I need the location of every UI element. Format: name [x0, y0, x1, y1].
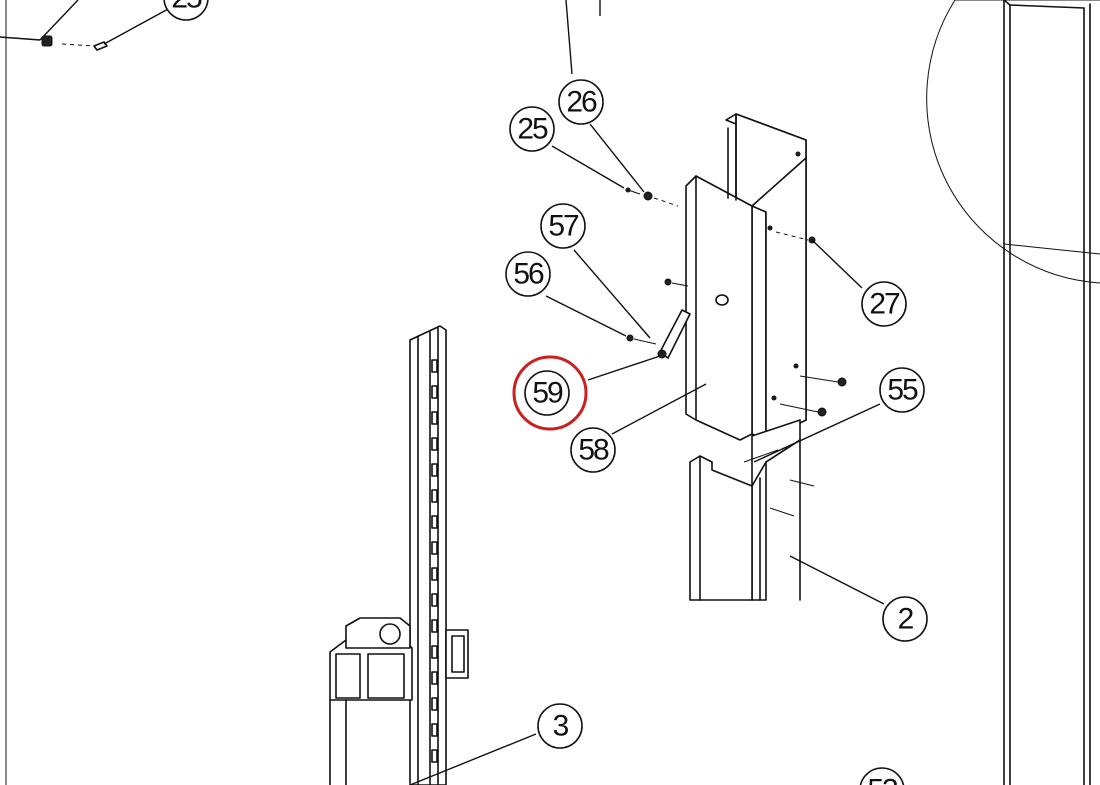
- detail-view-circle: [926, 0, 1100, 284]
- callout-label: 55: [887, 374, 918, 407]
- callout-57: 57: [540, 203, 586, 249]
- callout-25-top: 25: [163, 0, 209, 21]
- callout-label: 58: [578, 434, 609, 467]
- callout-label: 56: [513, 258, 544, 291]
- callout-label: 53: [867, 774, 898, 785]
- lift-column-part-3: [329, 325, 469, 785]
- hardware-bolts: [625, 187, 847, 417]
- leader-top-fragment: [565, 0, 573, 75]
- upper-bracket-part-58: [685, 113, 807, 441]
- callout-label: 3: [553, 710, 569, 743]
- lower-post-part-2: [689, 419, 815, 601]
- callout-3: 3: [537, 703, 583, 749]
- callout-label: 59: [532, 377, 563, 410]
- callout-55: 55: [879, 367, 925, 413]
- callout-label: 25: [171, 0, 202, 15]
- callout-25: 25: [509, 106, 555, 152]
- leader-lines: [409, 123, 885, 785]
- callout-label: 26: [566, 86, 597, 119]
- callout-56: 56: [505, 251, 551, 297]
- callout-2: 2: [882, 596, 928, 642]
- callout-label: 27: [869, 288, 900, 321]
- highlight-ring: [512, 355, 588, 431]
- top-left-hardware: [0, 0, 171, 51]
- callout-label: 57: [548, 210, 579, 243]
- callout-58: 58: [570, 427, 616, 473]
- callout-label: 25: [517, 113, 548, 146]
- callout-53: 53: [859, 767, 905, 785]
- callout-27: 27: [861, 281, 907, 327]
- callout-26: 26: [558, 79, 604, 125]
- right-column: [1003, 0, 1100, 785]
- callout-label: 2: [898, 603, 914, 636]
- callout-59: 59: [524, 370, 570, 416]
